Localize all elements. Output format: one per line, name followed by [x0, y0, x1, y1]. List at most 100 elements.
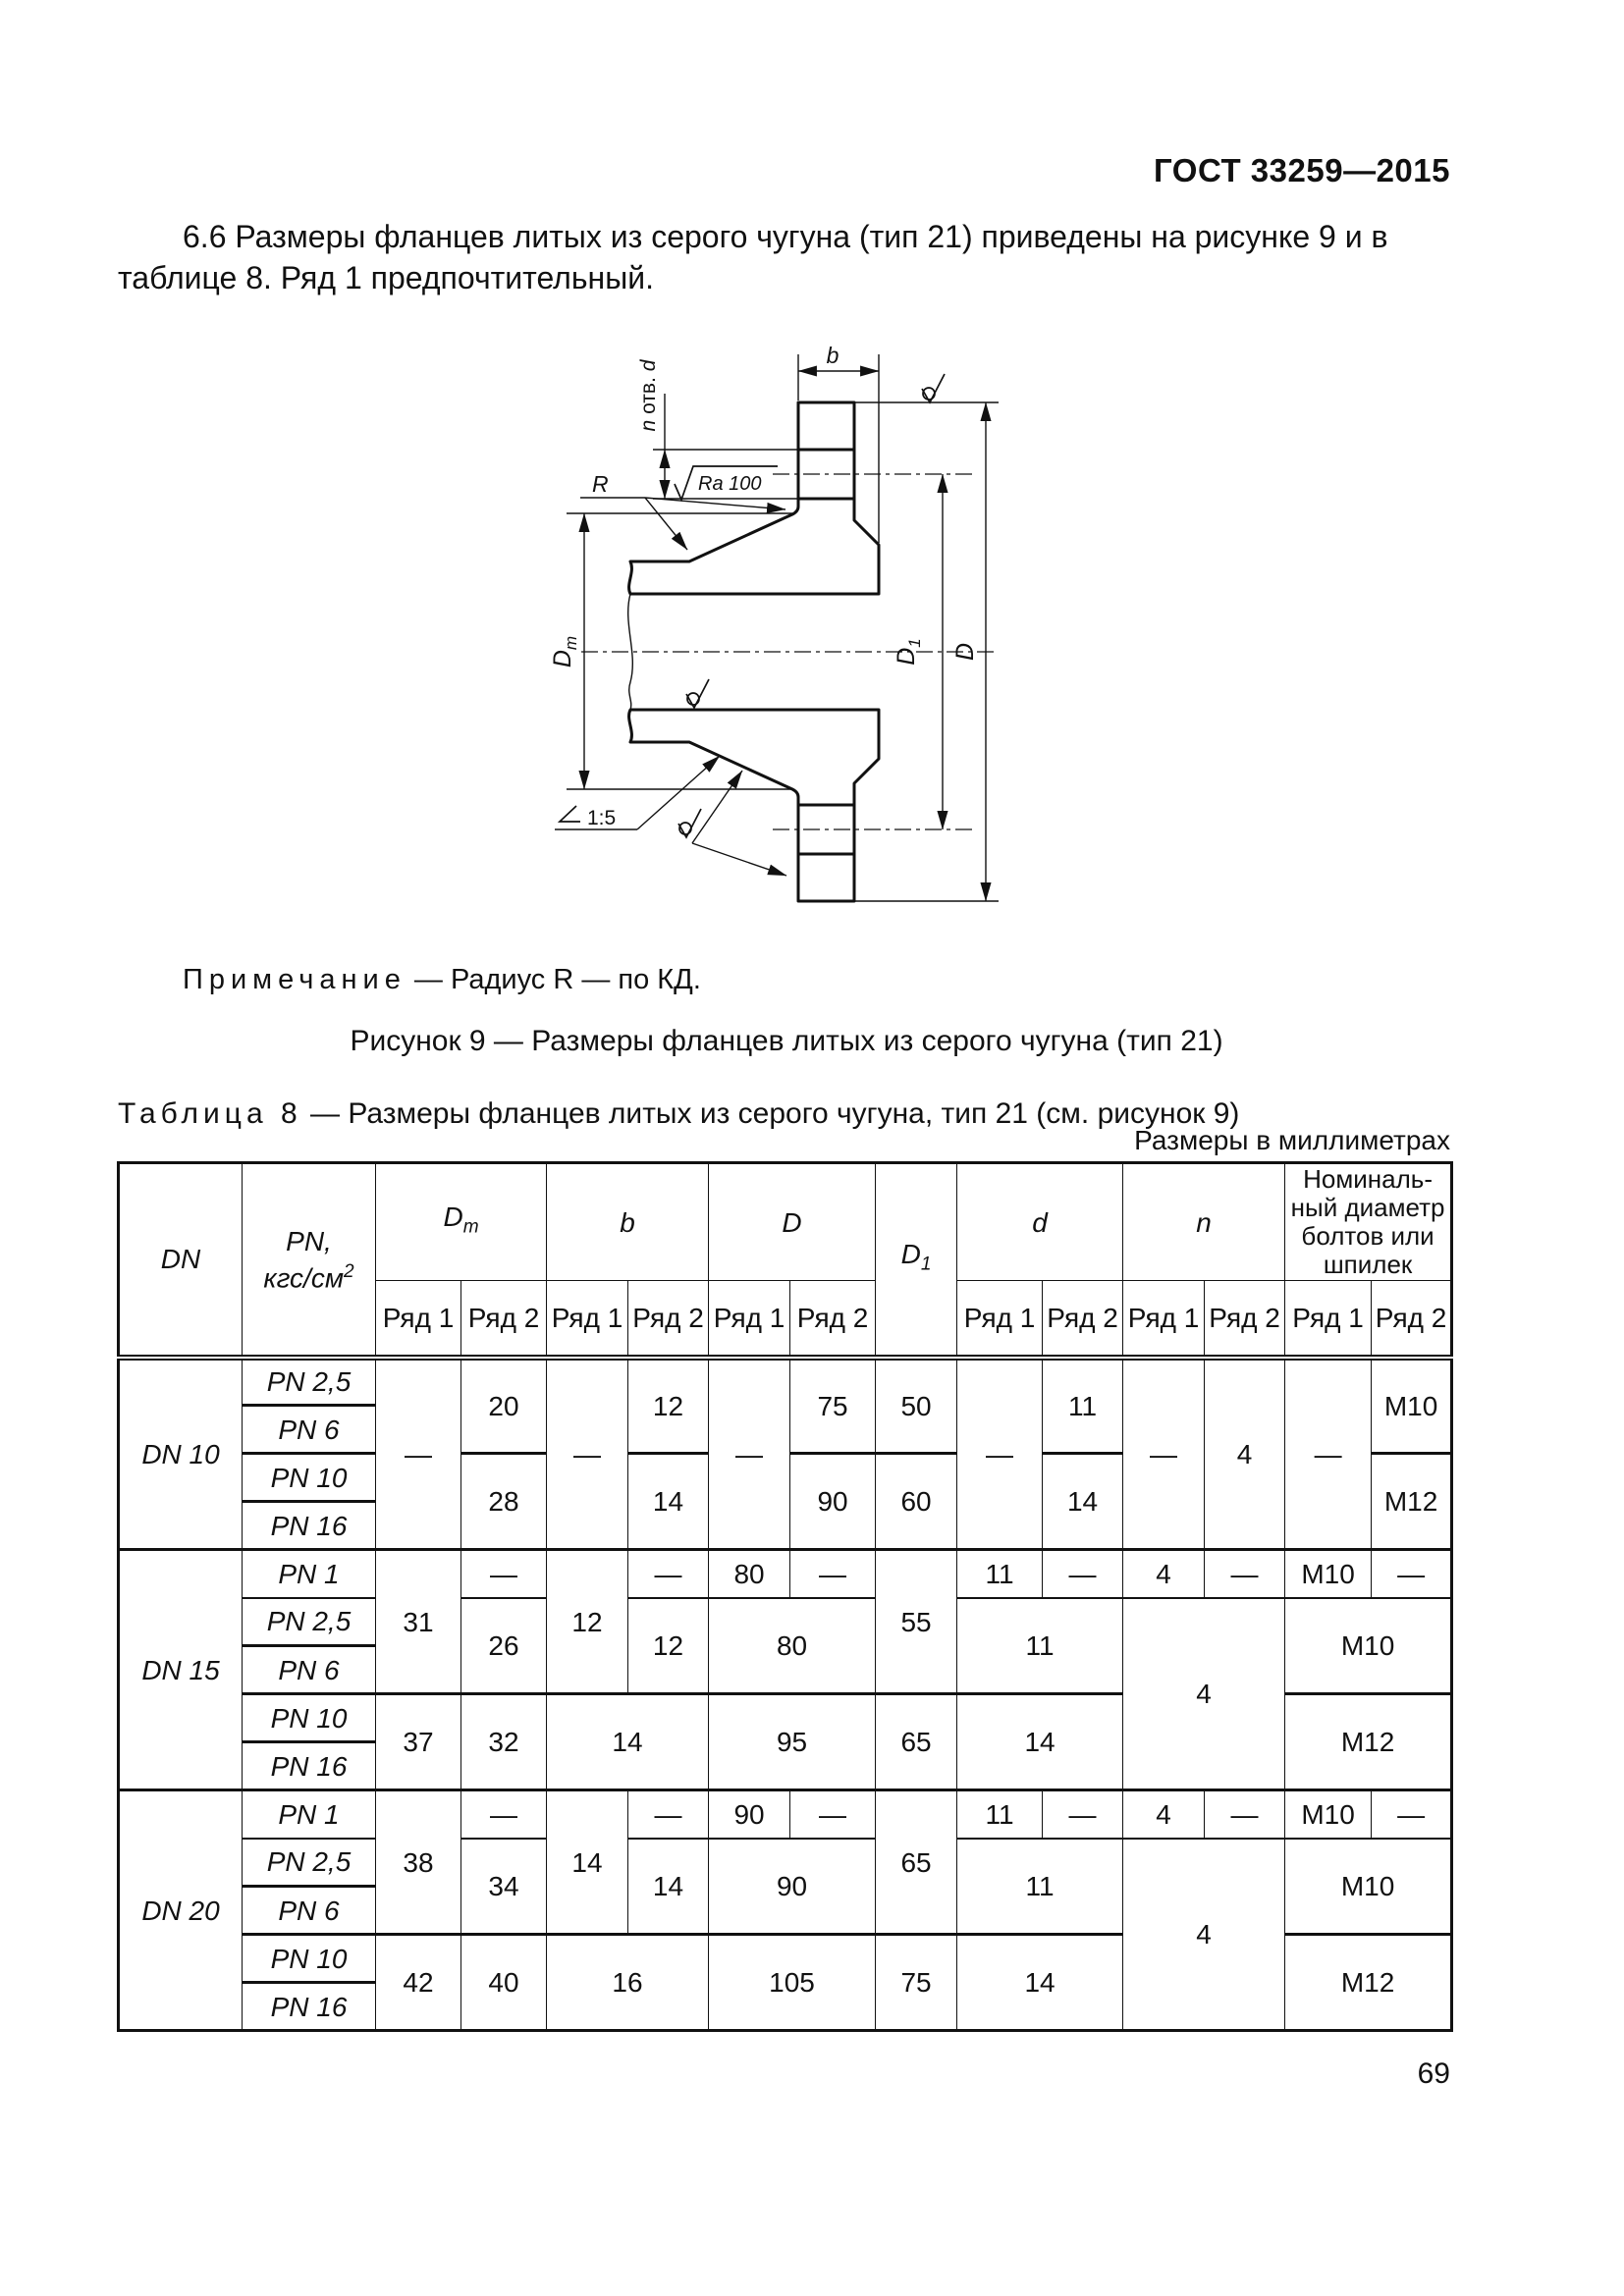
header-cell: Ряд 2	[1042, 1280, 1124, 1358]
header-cell: Ряд 1	[375, 1280, 461, 1358]
taper-label: 1:5	[587, 807, 616, 829]
taper-annotation: 1:5	[555, 755, 721, 830]
table-cell: 4	[1122, 1597, 1286, 1790]
table-cell: PN 6	[242, 1405, 376, 1454]
R-label: R	[592, 471, 609, 497]
table-cell: 55	[875, 1548, 958, 1694]
header-cell: Ряд 1	[1122, 1280, 1206, 1358]
table-cell: 14	[546, 1789, 628, 1935]
table-cell: 42	[375, 1933, 461, 2031]
table-cell: —	[956, 1354, 1044, 1550]
table-cell: 75	[789, 1354, 877, 1454]
table-cell: 32	[460, 1692, 547, 1790]
page-number: 69	[1417, 2057, 1450, 2090]
table-row: PN 16	[119, 1741, 1452, 1790]
table-row: PN 16	[119, 1501, 1452, 1550]
table-title-label: Таблица 8	[118, 1097, 302, 1130]
note-label: Примечание	[183, 964, 406, 995]
table-cell: 28	[460, 1452, 547, 1550]
table-cell: —	[460, 1789, 547, 1840]
table-cell: 75	[875, 1933, 958, 2031]
header-cell: D1	[875, 1162, 958, 1358]
table-cell: 4	[1122, 1789, 1206, 1840]
header-cell: D	[708, 1162, 877, 1281]
table-cell: PN 16	[242, 1501, 376, 1550]
header-cell: Ряд 2	[626, 1280, 710, 1358]
table-cell: 95	[708, 1692, 877, 1790]
table-cell: —	[546, 1354, 628, 1550]
header-cell: Ряд 2	[1204, 1280, 1286, 1358]
table-row: PN 6	[119, 1886, 1452, 1935]
table-cell: PN 10	[242, 1933, 376, 1984]
Ra-label: Ra 100	[698, 473, 762, 495]
table-cell: 12	[626, 1354, 710, 1454]
table-cell: 16	[545, 1933, 710, 2031]
figure-caption: Рисунок 9 — Размеры фланцев литых из сер…	[350, 1025, 1223, 1057]
table-cell: M10	[1284, 1789, 1373, 1840]
table-cell: 34	[460, 1838, 547, 1935]
table-cell: 80	[708, 1597, 877, 1694]
table-cell: —	[1042, 1789, 1124, 1840]
break-line	[626, 593, 634, 711]
surface-finish-icon	[921, 373, 946, 404]
table-cell: 12	[546, 1548, 628, 1694]
units-note: Размеры в миллиметрах	[1134, 1125, 1450, 1155]
header-cell: Ряд 1	[546, 1280, 628, 1358]
table-cell: —	[1042, 1548, 1124, 1599]
note-text: — Радиус R — по КД.	[413, 964, 701, 995]
table-cell: 14	[1042, 1452, 1124, 1550]
table-cell: 4	[1122, 1838, 1286, 2031]
table-cell: 65	[875, 1789, 958, 1935]
table-row: PN 16	[119, 1982, 1452, 2031]
table-cell: 14	[626, 1838, 710, 1935]
table-cell: PN 10	[242, 1692, 376, 1743]
table-cell: 105	[708, 1933, 877, 2031]
table-cell: 38	[375, 1789, 461, 1935]
table-cell: M12	[1371, 1452, 1453, 1550]
header-cell: Ряд 1	[1284, 1280, 1373, 1358]
note: Примечание — Радиус R — по КД.	[183, 964, 701, 996]
table-cell: 11	[956, 1597, 1124, 1694]
table-cell: PN 6	[242, 1645, 376, 1694]
dimension-b: b	[797, 343, 880, 543]
table-cell: 90	[708, 1789, 791, 1840]
table-cell: 31	[375, 1548, 461, 1694]
table-cell: 14	[626, 1452, 710, 1550]
header-cell: Ряд 1	[708, 1280, 791, 1358]
table-cell: 26	[460, 1597, 547, 1694]
paragraph-6-6: 6.6 Размеры фланцев литых из серого чугу…	[118, 219, 1388, 295]
table-cell: 4	[1204, 1354, 1286, 1550]
table-cell: PN 2,5	[242, 1597, 376, 1647]
header-cell: Ряд 2	[460, 1280, 547, 1358]
table-cell: —	[1204, 1548, 1286, 1599]
table-cell: —	[460, 1548, 547, 1599]
table-cell: —	[626, 1789, 710, 1840]
table-title: Таблица 8 — Размеры фланцев литых из сер…	[118, 1097, 1239, 1131]
n-holes-label: n отв. d	[637, 358, 660, 431]
table-cell: PN 1	[242, 1548, 376, 1599]
b-label: b	[827, 343, 839, 368]
table-cell: DN 15	[118, 1548, 243, 1790]
table-cell: 50	[875, 1354, 958, 1454]
header-cell: n	[1122, 1162, 1286, 1281]
dimension-bolt-hole: n отв. d	[637, 358, 798, 500]
flange-drawing: b D D1 Dm	[549, 343, 999, 903]
table-cell: PN 6	[242, 1886, 376, 1935]
header-cell: Ряд 2	[1371, 1280, 1453, 1358]
header-cell: Ряд 1	[956, 1280, 1044, 1358]
dimension-D1: D1	[893, 473, 948, 830]
table-cell: —	[789, 1548, 877, 1599]
table-cell: PN 16	[242, 1741, 376, 1790]
surface-finish-icon	[685, 678, 710, 710]
header-cell: Ряд 2	[789, 1280, 877, 1358]
standard-number: ГОСТ 33259—2015	[1154, 152, 1450, 188]
